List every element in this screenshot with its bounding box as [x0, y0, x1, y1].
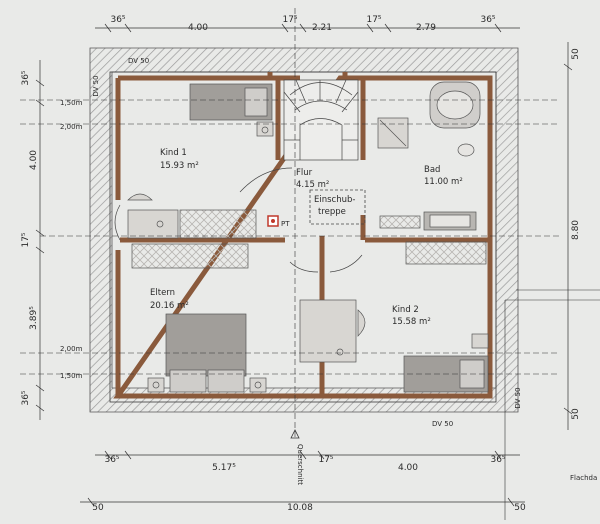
room-kind2-name: Kind 2 [392, 305, 419, 315]
height-label-3: 2,00m [60, 345, 83, 353]
dimension-lines [35, 23, 573, 507]
dim-bottom-end-left: 50 [92, 503, 104, 513]
height-label-4: 1,50m [60, 372, 83, 380]
dim-left-2: 4.00 [29, 150, 39, 170]
eave-label-bottom: DV 50 [432, 420, 453, 428]
eave-label-right: DV 50 [514, 387, 522, 408]
pt-label: PT [281, 220, 290, 228]
dim-top-2: 4.00 [188, 23, 208, 33]
door-swings [114, 167, 363, 273]
dim-bottom-4: 4.00 [398, 463, 418, 473]
dim-left-1: 36⁵ [21, 70, 31, 85]
dim-left-4: 3.89⁵ [29, 306, 39, 330]
dim-top-1: 36⁵ [110, 15, 125, 25]
room-flur-name: Flur [296, 168, 313, 178]
dim-top-6: 2.79 [416, 23, 436, 33]
dim-bottom-total: 10.08 [287, 503, 313, 513]
height-label-1: 1,50m [60, 99, 83, 107]
attic-ladder-outline [309, 189, 366, 225]
dim-top-7: 36⁵ [480, 15, 495, 25]
axis-lines [20, 8, 600, 520]
dim-left-3: 17⁵ [21, 232, 31, 247]
dim-bottom-1: 36⁵ [104, 455, 119, 465]
dim-right-end-top: 50 [571, 48, 581, 60]
attic-ladder-label-1: Einschub- [314, 195, 355, 205]
height-label-2: 2,00m [60, 123, 83, 131]
room-flur-area: 4.15 m² [296, 180, 329, 190]
dim-top-3: 17⁵ [282, 15, 297, 25]
pt-marker [267, 215, 279, 227]
dim-top-4: 2.21 [312, 23, 332, 33]
room-eltern-name: Eltern [150, 288, 175, 298]
dim-right-end-bottom: 50 [571, 408, 581, 420]
eave-label-left: DV 50 [92, 75, 100, 96]
exterior-walls [109, 71, 497, 403]
section-label: Querschnitt [296, 444, 304, 485]
dim-bottom-2: 5.17⁵ [212, 463, 236, 473]
dim-bottom-end-right: 50 [514, 503, 526, 513]
dim-top-5: 17⁵ [366, 15, 381, 25]
room-bad-name: Bad [424, 165, 440, 175]
attic-ladder-label-2: treppe [318, 207, 346, 217]
eave-label-top: DV 50 [128, 57, 149, 65]
room-bad-area: 11.00 m² [424, 177, 463, 187]
dim-right-total: 8.80 [571, 220, 581, 240]
dim-left-5: 36⁵ [21, 390, 31, 405]
room-eltern-area: 20.16 m² [150, 301, 189, 311]
section-marker [290, 429, 300, 439]
flat-roof-label: Flachda [570, 474, 597, 482]
dim-bottom-5: 36⁵ [490, 455, 505, 465]
dim-bottom-3: 17⁵ [318, 455, 333, 465]
room-kind2-area: 15.58 m² [392, 317, 431, 327]
room-kind1-name: Kind 1 [160, 148, 187, 158]
room-kind1-area: 15.93 m² [160, 161, 199, 171]
staircase [283, 79, 359, 161]
